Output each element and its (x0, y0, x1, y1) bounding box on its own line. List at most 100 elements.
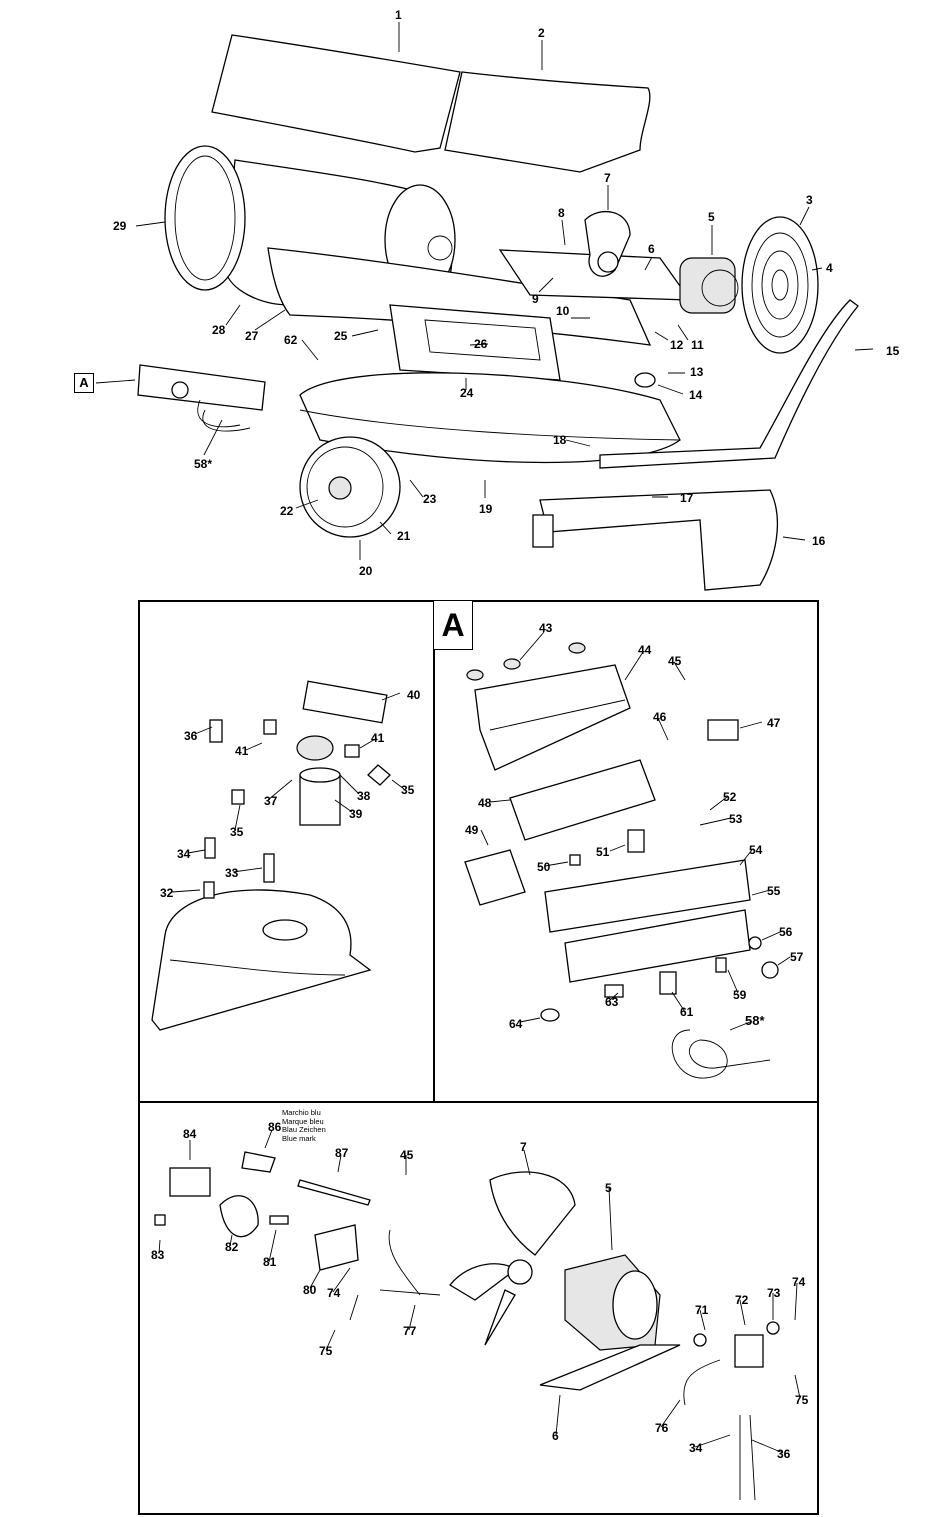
callout-27: 27 (245, 329, 259, 343)
callout-11: 11 (691, 338, 704, 352)
callout-22: 22 (280, 504, 294, 518)
callout-9: 9 (532, 292, 539, 306)
callout-77: 77 (403, 1324, 417, 1338)
fan-blade-detail (489, 1171, 576, 1256)
blue-mark-fr: Marque bleu (282, 1116, 324, 1126)
callout-34-left: 34 (177, 847, 191, 861)
callout-75-left: 75 (319, 1344, 333, 1358)
callout-72: 72 (735, 1293, 749, 1307)
callout-46: 46 (653, 710, 667, 724)
callout-43: 43 (539, 621, 553, 635)
callout-37: 37 (264, 794, 278, 808)
callout-44: 44 (638, 643, 652, 657)
blue-mark-de: Blau Zeichen (282, 1125, 326, 1134)
callout-52: 52 (723, 790, 737, 804)
callout-76: 76 (655, 1421, 669, 1435)
callout-7: 7 (604, 171, 611, 185)
callout-13: 13 (690, 365, 704, 379)
callout-16: 16 (812, 534, 826, 548)
tank-detail (151, 889, 372, 1031)
callout-24: 24 (460, 386, 474, 400)
callout-55: 55 (767, 884, 781, 898)
callout-58-panel: 58* (745, 1013, 765, 1028)
callout-62: 62 (284, 333, 298, 347)
control-box-inset (137, 364, 266, 411)
callout-75-right: 75 (795, 1393, 809, 1407)
callout-35-a: 35 (401, 783, 415, 797)
callout-36-bottom: 36 (777, 1447, 791, 1461)
callout-35-b: 35 (230, 825, 244, 839)
control-housing (474, 664, 631, 771)
callout-83: 83 (151, 1248, 165, 1262)
callout-40: 40 (407, 688, 421, 702)
support-frame (389, 304, 561, 381)
callout-49: 49 (465, 823, 479, 837)
chamber-end-ring (164, 145, 246, 291)
detail-panel-frame (138, 600, 819, 1515)
callout-59: 59 (733, 988, 747, 1002)
callout-14: 14 (689, 388, 703, 402)
cover-part-1 (211, 34, 461, 153)
callout-8: 8 (558, 206, 565, 220)
callout-41-a: 41 (235, 744, 249, 758)
callout-5: 5 (708, 210, 715, 224)
callout-2: 2 (538, 26, 545, 40)
panel-label-a: A (434, 601, 473, 650)
power-cord (671, 1029, 771, 1079)
callout-38: 38 (357, 789, 371, 803)
callout-84: 84 (183, 1127, 197, 1141)
blue-mark-en: Blue mark (282, 1133, 316, 1143)
cover-part-2 (444, 71, 651, 173)
motor (679, 257, 736, 314)
callout-4: 4 (826, 261, 833, 275)
burner-head (219, 1195, 259, 1238)
callout-51: 51 (596, 845, 610, 859)
fan-blade (584, 211, 631, 277)
callout-39: 39 (349, 807, 363, 821)
callout-1: 1 (395, 8, 402, 22)
fan-guard (741, 216, 819, 354)
callout-21: 21 (397, 529, 411, 543)
callout-6-bottom: 6 (552, 1429, 559, 1443)
callout-71: 71 (695, 1303, 709, 1317)
callout-5-bottom: 5 (605, 1181, 612, 1195)
callout-26: 26 (474, 337, 488, 351)
callout-12: 12 (670, 338, 684, 352)
callout-80: 80 (303, 1283, 317, 1297)
callout-32: 32 (160, 886, 174, 900)
callout-7-bottom: 7 (520, 1140, 527, 1154)
callout-41-b: 41 (371, 731, 385, 745)
callout-19: 19 (479, 502, 493, 516)
callout-61: 61 (680, 1005, 694, 1019)
callout-73: 73 (767, 1286, 781, 1300)
callout-36-left: 36 (184, 729, 198, 743)
callout-82: 82 (225, 1240, 239, 1254)
callout-48: 48 (478, 796, 492, 810)
blue-mark-note: Marchio blu Marque bleu Blau Zeichen Blu… (282, 1108, 326, 1143)
callout-86: 86 (268, 1120, 282, 1134)
callout-58-top: 58* (194, 457, 213, 471)
base-frame (539, 489, 779, 591)
callout-25: 25 (334, 329, 348, 343)
filter-bracket (302, 680, 388, 724)
callout-20: 20 (359, 564, 373, 578)
blue-mark-it: Marchio blu (282, 1108, 321, 1117)
callout-23: 23 (423, 492, 437, 506)
callout-53: 53 (729, 812, 743, 826)
callout-87: 87 (335, 1146, 349, 1160)
filter-bowl (299, 774, 341, 826)
callout-64: 64 (509, 1017, 523, 1031)
callout-3: 3 (806, 193, 813, 207)
section-label-a: A (74, 373, 94, 393)
callout-45-top: 45 (668, 654, 682, 668)
callout-74-right: 74 (792, 1275, 806, 1289)
callout-33: 33 (225, 866, 239, 880)
callout-6: 6 (648, 242, 655, 256)
callout-45-bottom: 45 (400, 1148, 414, 1162)
callout-28: 28 (212, 323, 226, 337)
handle-bar (599, 299, 859, 469)
callout-10: 10 (556, 304, 570, 318)
callout-74-left: 74 (327, 1286, 341, 1300)
callout-17: 17 (680, 491, 694, 505)
